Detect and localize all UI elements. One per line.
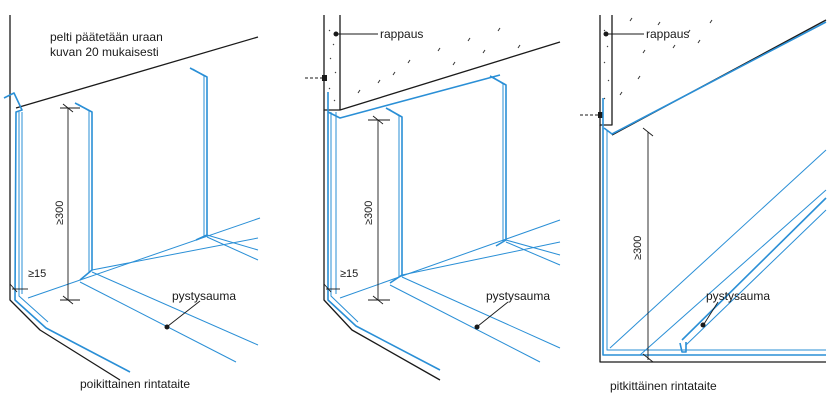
dim-gap-label-1: ≥15	[28, 268, 46, 280]
plaster-specks-3	[603, 17, 713, 100]
panel-2: ≥300 ≥15 rappaus pystysauma	[305, 15, 561, 381]
plaster-label-2: rappaus	[380, 27, 423, 41]
wall-outline-1	[9, 15, 121, 381]
flashing-1	[3, 92, 131, 373]
note-line-2: kuvan 20 mukaisesti	[50, 45, 159, 59]
dim-gap-label-2: ≥15	[340, 268, 358, 280]
panel-3: ≥300 rappaus pystysauma pitkittäinen rin…	[580, 15, 827, 393]
flashing-2	[327, 92, 441, 371]
flashing-3	[602, 98, 826, 356]
roof-edge-1	[15, 36, 259, 109]
note-line-1: pelti päätetään uraan	[50, 30, 163, 44]
plaster-wall-2	[323, 15, 341, 111]
caption-1: poikittainen rintataite	[80, 377, 190, 391]
dim-height-label-3: ≥300	[632, 236, 644, 260]
panel-1: ≥300 ≥15 pelti päätetään uraan kuvan 20 …	[3, 15, 261, 391]
seam-fold-2b	[489, 75, 507, 247]
dim-height-label-2: ≥300	[363, 201, 375, 225]
seam-label-1: pystysauma	[172, 289, 236, 303]
seam-fold-3	[681, 197, 827, 341]
seam-label-3: pystysauma	[706, 289, 770, 303]
dim-height-label-1: ≥300	[54, 201, 66, 225]
seam-fold-2a	[385, 107, 403, 284]
plaster-wall-3	[599, 15, 613, 126]
caption-3: pitkittäinen rintataite	[610, 379, 717, 393]
plaster-specks-2	[328, 27, 521, 102]
seam-label-2: pystysauma	[486, 289, 550, 303]
plaster-label-3: rappaus	[646, 27, 689, 41]
